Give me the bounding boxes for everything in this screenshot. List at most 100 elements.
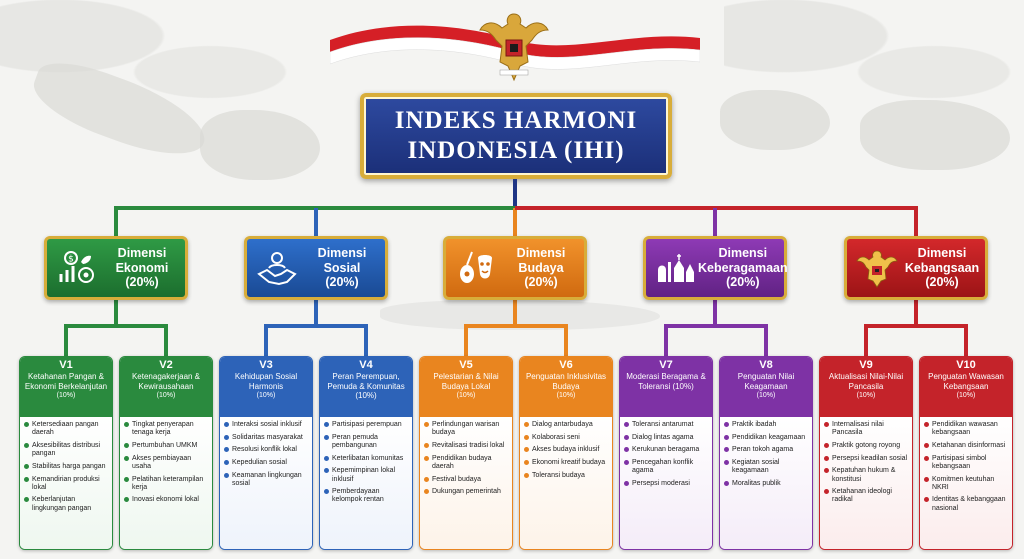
list-item: Kolaborasi seni <box>523 434 609 442</box>
list-item: Pendidikan budaya daerah <box>423 455 509 471</box>
bullet-icon <box>124 422 129 427</box>
bullet-icon <box>524 472 529 478</box>
culture-mask-icon <box>454 246 498 290</box>
bullet-icon <box>24 442 29 448</box>
bullet-icon <box>224 447 229 453</box>
list-item: Dialog antarbudaya <box>523 421 609 429</box>
card-header: V3 Kehidupan Sosial Harmonis (10%) <box>220 357 312 417</box>
list-item: Internalisasi nilai Pancasila <box>823 421 909 437</box>
list-item: Ekonomi kreatif budaya <box>523 459 609 467</box>
bullet-icon <box>124 497 129 503</box>
map-shape-kalimantan <box>200 110 320 180</box>
bullet-icon <box>224 460 229 466</box>
title-line-2: INDONESIA (IHI) <box>407 137 625 164</box>
indicator-list: Pendidikan wawasan kebangsaan Ketahanan … <box>920 417 1012 549</box>
list-item: Pencegahan konflik agama <box>623 459 709 475</box>
list-item: Akses budaya inklusif <box>523 446 609 454</box>
list-item: Pendidikan keagamaan <box>723 434 809 442</box>
list-item: Keterlibatan komunitas <box>323 455 409 463</box>
list-item: Pertumbuhan UMKM <box>123 442 209 450</box>
variable-card-v1: V1 Ketahanan Pangan & Ekonomi Berkelanju… <box>19 356 113 550</box>
list-item: Komitmen keutuhan NKRI <box>923 476 1009 492</box>
list-item: Toleransi antarumat <box>623 421 709 429</box>
indicator-list: Toleransi antarumat Dialog lintas agama … <box>620 417 712 549</box>
variable-card-v8: V8 Penguatan Nilai Keagamaan (10%) Prakt… <box>719 356 813 550</box>
bullet-icon <box>424 442 429 448</box>
list-item: Pendidikan wawasan kebangsaan <box>923 421 1009 437</box>
card-header: V9 Aktualisasi Nilai-Nilai Pancasila (10… <box>820 357 912 417</box>
list-item: Kerukunan beragama <box>623 446 709 454</box>
list-item: Persepsi keadilan sosial <box>823 455 909 463</box>
bullet-icon <box>624 481 629 487</box>
list-item: Kepemimpinan lokal inklusif <box>323 467 409 483</box>
list-item: Tingkat penyerapan tenaga kerja <box>123 421 209 437</box>
bullet-icon <box>824 455 829 461</box>
bullet-icon <box>324 489 329 495</box>
bullet-icon <box>724 481 729 487</box>
card-header: V10 Penguatan Wawasan Kebangsaan (10%) <box>920 357 1012 417</box>
map-shape-papua <box>860 100 1010 170</box>
bullet-icon <box>624 447 629 453</box>
list-item: Solidaritas masyarakat <box>223 434 309 442</box>
bullet-icon <box>524 422 529 427</box>
list-item: Praktik ibadah <box>723 421 809 429</box>
map-shape-sulawesi <box>720 90 830 150</box>
card-header: V2 Ketenagakerjaan & Kewirausahaan (10%) <box>120 357 212 417</box>
indicator-list: Interaksi sosial inklusif Solidaritas ma… <box>220 417 312 549</box>
list-item: Ketahanan ideologi radikal <box>823 488 909 504</box>
bullet-icon <box>124 476 129 482</box>
bullet-icon <box>624 460 629 466</box>
bullet-icon <box>524 434 529 440</box>
bullet-icon <box>724 447 729 453</box>
bullet-icon <box>224 422 229 427</box>
bullet-icon <box>124 442 129 448</box>
list-item: Peran pemuda pembangunan <box>323 434 409 450</box>
bullet-icon <box>324 468 329 474</box>
list-item: Resolusi konflik lokal <box>223 446 309 454</box>
list-item: Revitalisasi tradisi lokal <box>423 442 509 450</box>
bullet-icon <box>924 455 929 461</box>
indicator-list: Perlindungan warisan budaya Revitalisasi… <box>420 417 512 549</box>
variable-card-v5: V5 Pelestarian & Nilai Budaya Lokal (10%… <box>419 356 513 550</box>
card-header: V4 Peran Perempuan, Pemuda & Komunitas (… <box>320 357 412 417</box>
bullet-icon <box>224 472 229 478</box>
variable-card-v10: V10 Penguatan Wawasan Kebangsaan (10%) P… <box>919 356 1013 550</box>
card-header: V6 Penguatan Inklusivitas Budaya (10%) <box>520 357 612 417</box>
list-item: Kemandirian produksi lokal <box>23 476 109 492</box>
bullet-icon <box>24 422 29 427</box>
bullet-icon <box>824 468 829 474</box>
bullet-icon <box>624 422 629 427</box>
list-item: Kepedulian sosial <box>223 459 309 467</box>
bullet-icon <box>724 422 729 427</box>
list-item: Dukungan pemerintah <box>423 488 509 496</box>
card-header: V8 Penguatan Nilai Keagamaan (10%) <box>720 357 812 417</box>
bullet-icon <box>824 422 829 427</box>
bullet-icon <box>624 434 629 440</box>
bullet-icon <box>724 434 729 440</box>
list-item: Dialog lintas agama <box>623 434 709 442</box>
economy-icon: $ <box>55 246 99 290</box>
list-item: Interaksi sosial inklusif <box>223 421 309 429</box>
bullet-icon <box>924 442 929 448</box>
list-item: Pemberdayaan kelompok rentan <box>323 488 409 504</box>
list-item: Keberlanjutan lingkungan pangan <box>23 496 109 512</box>
bullet-icon <box>324 455 329 461</box>
list-item: Kegiatan sosial keagamaan <box>723 459 809 475</box>
list-item: Akses pembiayaan usaha <box>123 455 209 471</box>
bullet-icon <box>924 497 929 503</box>
list-item: Aksesibilitas distribusi pangan <box>23 442 109 458</box>
bullet-icon <box>924 476 929 482</box>
indicator-list: Internalisasi nilai Pancasila Praktik go… <box>820 417 912 549</box>
variable-card-v4: V4 Peran Perempuan, Pemuda & Komunitas (… <box>319 356 413 550</box>
indicator-list: Partisipasi perempuan Peran pemuda pemba… <box>320 417 412 549</box>
variable-card-v9: V9 Aktualisasi Nilai-Nilai Pancasila (10… <box>819 356 913 550</box>
list-item: Toleransi budaya <box>523 472 609 480</box>
list-item: Ketersediaan pangan daerah <box>23 421 109 437</box>
indicator-list: Praktik ibadah Pendidikan keagamaan Pera… <box>720 417 812 549</box>
